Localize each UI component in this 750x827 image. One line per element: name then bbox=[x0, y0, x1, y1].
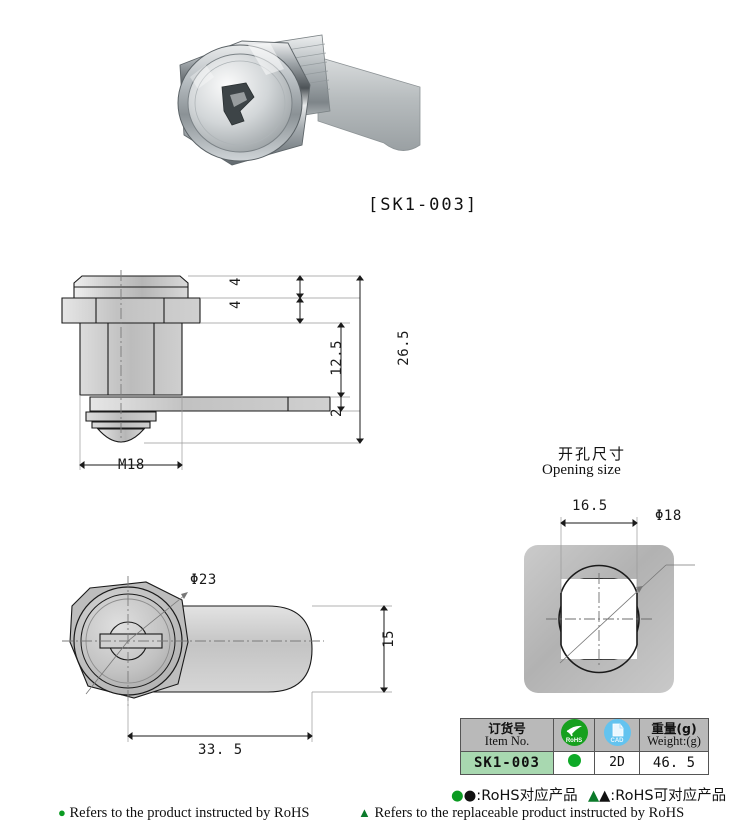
product-photo-label: [SK1-003] bbox=[368, 195, 479, 215]
legend-en-tri-text: Refers to the replaceable product instru… bbox=[374, 805, 685, 821]
cell-rohs-status bbox=[553, 750, 595, 775]
dim-collar-height: 4 bbox=[228, 300, 244, 309]
legend-cn-tri-marker: ▲ bbox=[588, 788, 600, 804]
dim-cam-thickness: 2 bbox=[329, 408, 345, 417]
dim-thread-m18: M18 bbox=[118, 457, 145, 473]
legend-en-dot: ● Refers to the product instructed by Ro… bbox=[58, 805, 310, 822]
cell-weight: 46. 5 bbox=[639, 750, 709, 775]
spec-table: 订货号 Item No. RoHS CAD 重量(g) bbox=[460, 718, 709, 775]
legend-cn-dot-marker: ● bbox=[451, 788, 464, 804]
header-weight-cn: 重量(g) bbox=[651, 720, 697, 736]
opening-size-title-en: Opening size bbox=[542, 462, 621, 478]
front-view-drawing bbox=[62, 570, 407, 755]
legend-en-dot-text: Refers to the product instructed by RoHS bbox=[69, 805, 310, 821]
cell-item-no: SK1-003 bbox=[460, 750, 554, 775]
header-item-no-cn: 订货号 bbox=[488, 720, 526, 736]
dim-head-height: 4 bbox=[228, 277, 244, 286]
dim-cam-width: 15 bbox=[381, 630, 397, 648]
legend-en-tri-marker: ▲ bbox=[358, 805, 371, 820]
rohs-status-dot-icon bbox=[567, 753, 581, 767]
dim-opening-flat-width: 16.5 bbox=[572, 498, 608, 514]
dim-face-diameter: Φ23 bbox=[190, 572, 217, 588]
header-weight: 重量(g) Weight:(g) bbox=[639, 718, 709, 752]
product-photo bbox=[170, 25, 510, 190]
legend-cn-dot: ●●:RoHS对应产品 bbox=[451, 784, 578, 805]
dim-overall-height: 26.5 bbox=[396, 330, 412, 366]
opening-size-title-cn: 开孔尺寸 bbox=[558, 445, 627, 463]
dim-opening-hole-diameter: Φ18 bbox=[655, 508, 682, 524]
legend-en-tri: ▲ Refers to the replaceable product inst… bbox=[358, 805, 684, 822]
dim-barrel-length: 12.5 bbox=[329, 340, 345, 376]
header-item-no: 订货号 Item No. bbox=[460, 718, 554, 752]
dim-overall-length: 33. 5 bbox=[198, 742, 243, 758]
header-cad: CAD bbox=[594, 718, 640, 752]
spec-table-header-row: 订货号 Item No. RoHS CAD 重量(g) bbox=[460, 718, 709, 752]
side-view-drawing bbox=[60, 265, 380, 490]
legend-cn-tri-text: ▲:RoHS可对应产品 bbox=[599, 788, 727, 804]
rohs-badge-icon: RoHS bbox=[560, 719, 588, 746]
cad-badge-icon: CAD bbox=[603, 719, 631, 746]
cad-badge-label: CAD bbox=[610, 737, 624, 744]
cell-cad-format: 2D bbox=[594, 750, 640, 775]
rohs-badge-label: RoHS bbox=[565, 737, 583, 744]
legend-cn-tri: ▲▲:RoHS可对应产品 bbox=[588, 784, 726, 805]
table-row: SK1-003 2D 46. 5 bbox=[460, 750, 709, 775]
header-weight-en: Weight:(g) bbox=[647, 733, 701, 748]
opening-size-drawing bbox=[490, 485, 710, 710]
header-rohs: RoHS bbox=[553, 718, 595, 752]
header-item-no-en: Item No. bbox=[484, 733, 530, 748]
legend-cn-dot-text: ●:RoHS对应产品 bbox=[463, 788, 578, 804]
legend-en-dot-marker: ● bbox=[58, 805, 66, 820]
